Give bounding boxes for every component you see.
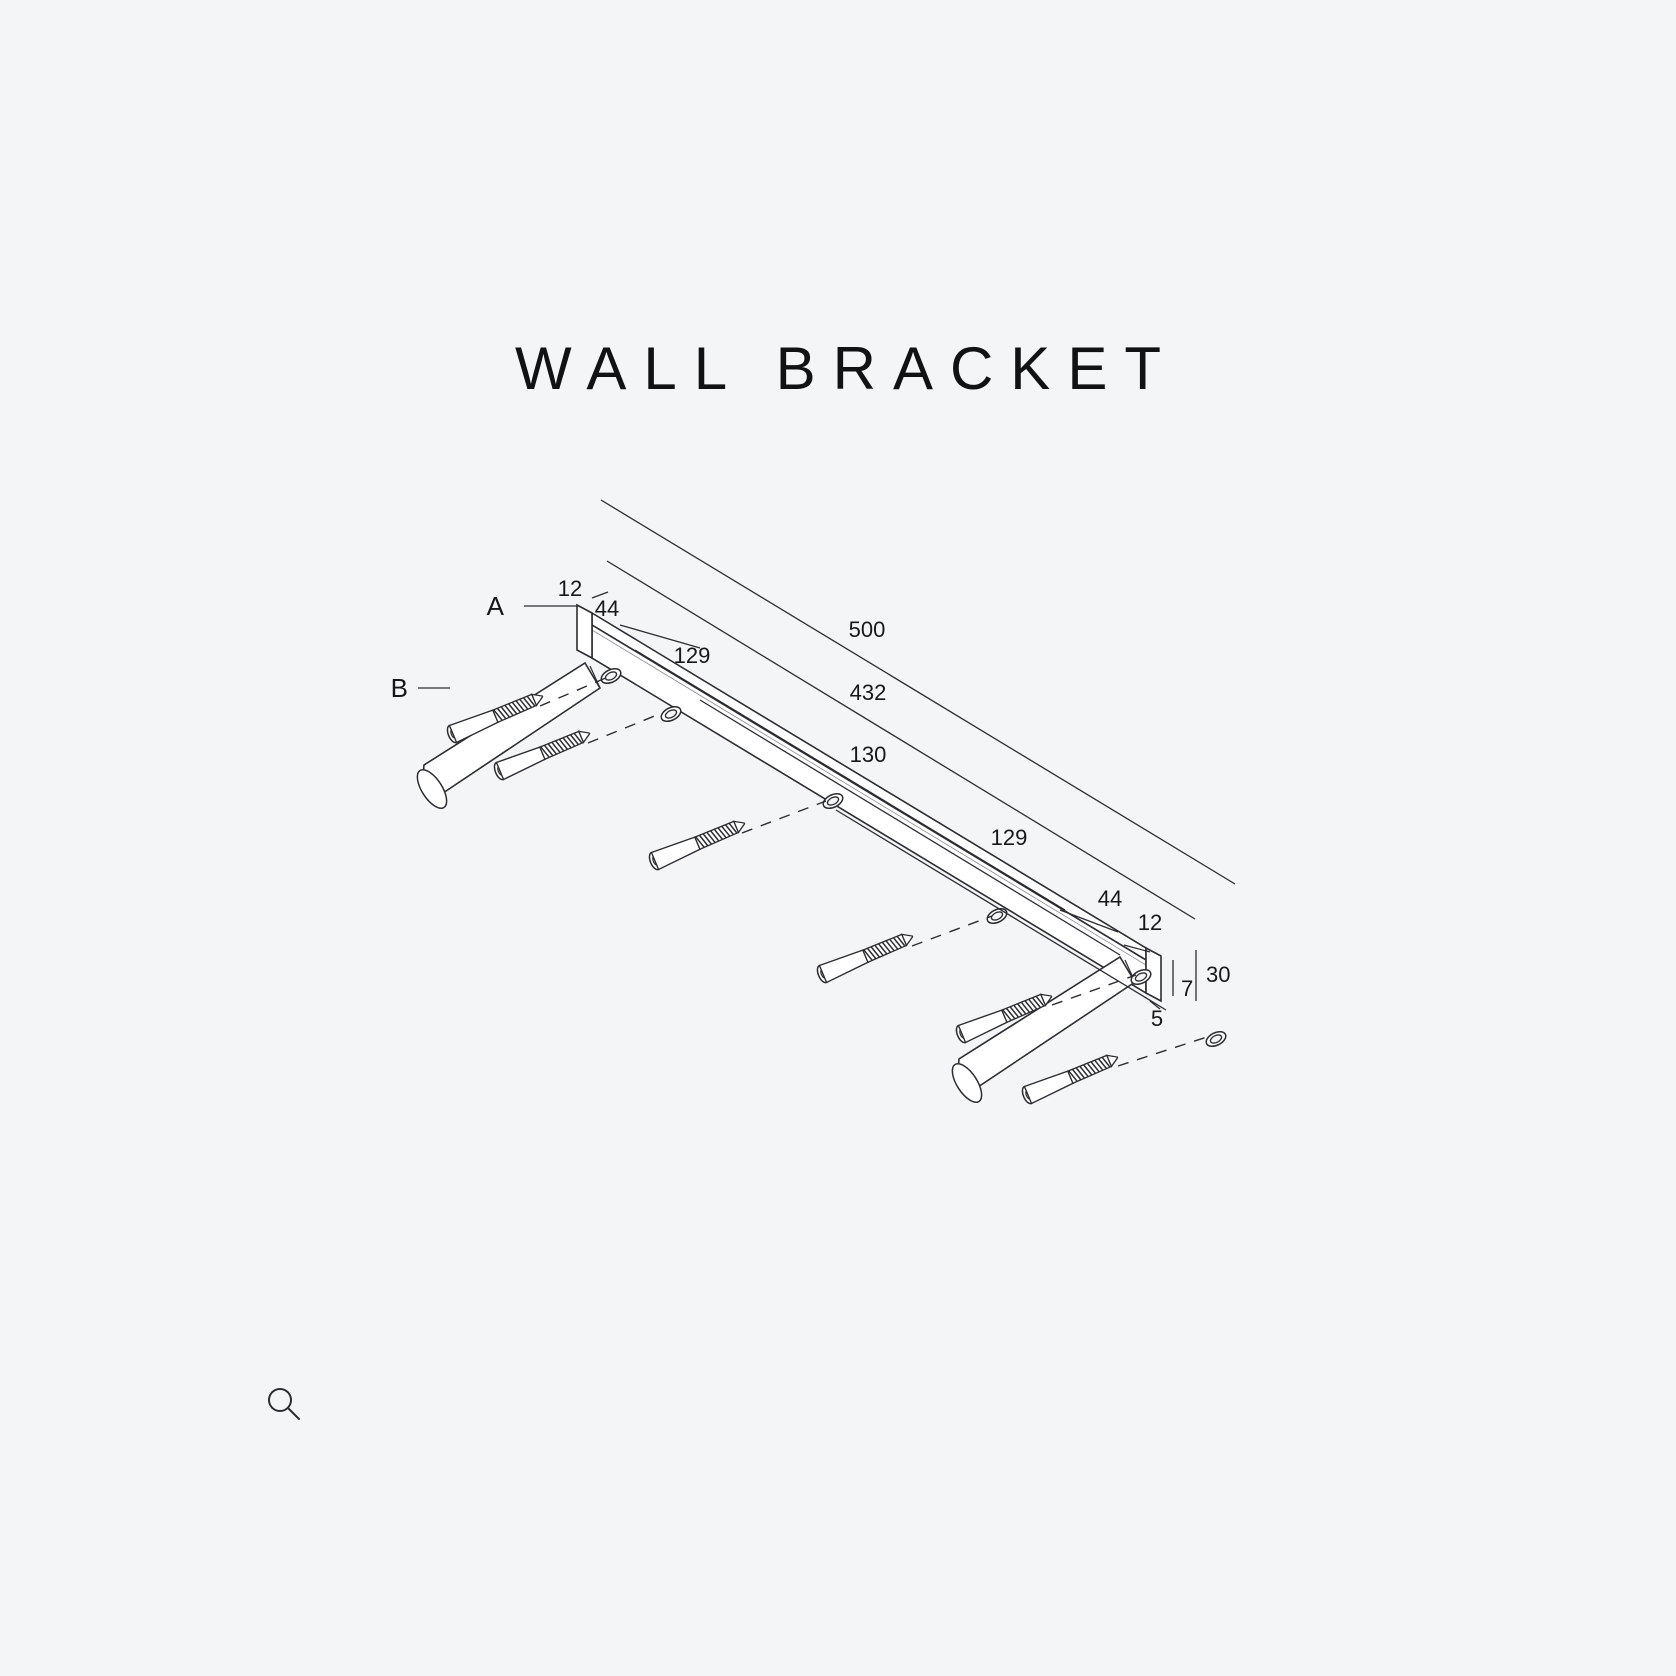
assembly-axis-2 (587, 712, 663, 744)
page-title: WALL BRACKET (515, 335, 1178, 402)
plate-fold-line (591, 629, 1147, 966)
screw-3 (646, 814, 749, 873)
rod-upper-joint (589, 665, 601, 689)
screw-6 (1019, 1048, 1122, 1107)
dimline-432 (606, 560, 1196, 920)
assembly-axis-3 (741, 800, 827, 834)
rod-lower-end-cap (951, 1063, 983, 1103)
dimension-432: 432 (850, 680, 887, 705)
assembly-axis-6 (1117, 1035, 1211, 1067)
plate-hole-6 (1203, 1027, 1229, 1051)
tick-12-bottom (1123, 944, 1151, 953)
plate-left-end (576, 603, 593, 660)
dimension-line-group (418, 499, 1236, 1011)
dimension-500: 500 (849, 617, 886, 642)
assembly-axis-5 (1051, 974, 1137, 1006)
dimline-500 (600, 499, 1236, 885)
dimline-129-upper (634, 649, 1066, 911)
dimension-44-bottom: 44 (1098, 886, 1122, 911)
dimension-12-bottom: 12 (1138, 910, 1162, 935)
dimension-130: 130 (850, 742, 887, 767)
dimension-7: 7 (1181, 976, 1193, 1001)
dimline-129-lower (835, 809, 1167, 1011)
dimension-12-top: 12 (558, 576, 582, 601)
search-icon-container[interactable] (262, 1382, 306, 1426)
dimline-5 (1149, 1000, 1161, 1010)
dimension-129-top: 129 (674, 643, 711, 668)
support-rod-lower (951, 955, 1137, 1103)
screw-4 (814, 927, 917, 986)
support-rod-upper (416, 661, 602, 809)
dimension-129-bottom: 129 (991, 825, 1028, 850)
tick-44-top (619, 624, 701, 649)
dimline-130 (699, 699, 1121, 956)
assembly-axis-4 (911, 915, 993, 947)
assembly-axis-group (539, 676, 1211, 1067)
dimension-30: 30 (1206, 962, 1230, 987)
part-label-A: A (487, 591, 505, 621)
part-label-B: B (391, 673, 408, 703)
dimension-44-top: 44 (595, 596, 619, 621)
assembly-axis-1 (539, 676, 609, 707)
tick-12-top (591, 591, 609, 599)
tick-44-bottom (1059, 909, 1119, 933)
dimension-5: 5 (1151, 1006, 1163, 1031)
rod-upper-end-cap (416, 769, 448, 809)
bracket-plate (576, 603, 1162, 1003)
search-icon[interactable] (262, 1382, 306, 1426)
